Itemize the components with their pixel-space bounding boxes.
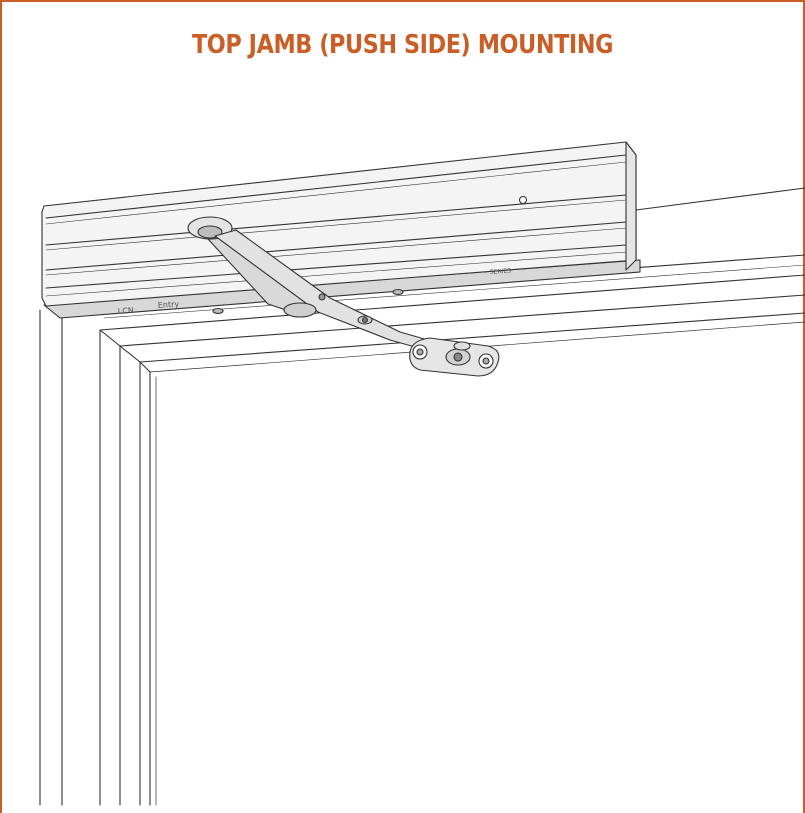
closer-right-stamp: SERIES <box>490 268 512 276</box>
door-closer-body <box>41 141 641 319</box>
closer-arm <box>187 216 471 361</box>
closer-end-cap <box>625 141 637 271</box>
closer-markings: LCN Entry SERIES <box>118 268 512 316</box>
closer-brand-mid: Entry <box>158 300 180 310</box>
page-title: TOP JAMB (PUSH SIDE) MOUNTING <box>191 30 614 60</box>
closer-brand-left: LCN <box>118 306 135 316</box>
frame-inner-edge <box>119 294 805 347</box>
cover-screw-hole <box>518 195 528 205</box>
frame-top-edge-2 <box>99 274 805 331</box>
arm-shoe-bracket <box>409 337 500 377</box>
